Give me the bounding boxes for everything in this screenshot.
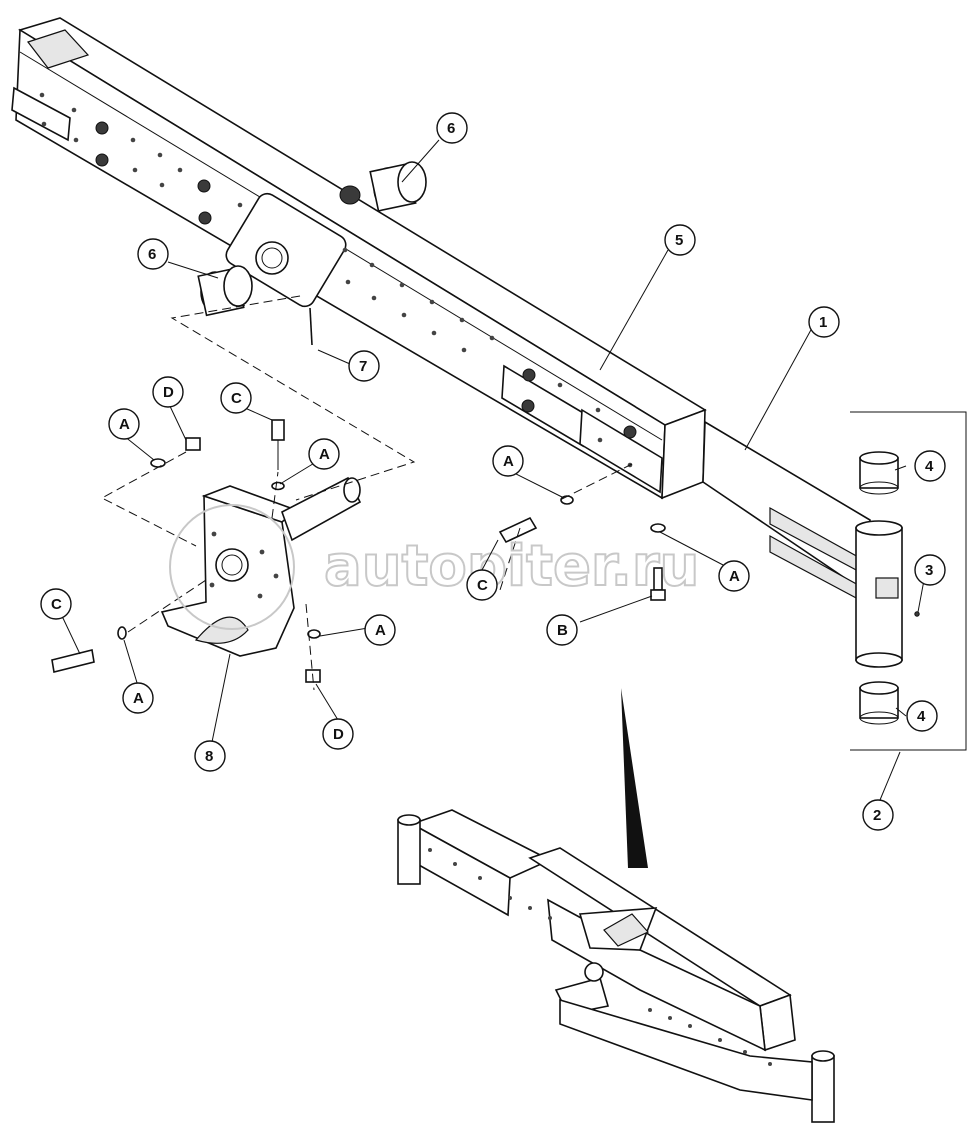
callout-a-3-label: A	[503, 453, 514, 470]
callout-a-6-label: A	[133, 690, 144, 707]
callout-a-3: A	[492, 445, 524, 477]
callout-a-5-label: A	[375, 622, 386, 639]
callout-6-left-label: 6	[148, 246, 156, 263]
callout-4-top: 4	[914, 450, 946, 482]
callout-a-1: A	[108, 408, 140, 440]
callout-7-label: 7	[359, 358, 367, 375]
pin-7	[309, 307, 313, 346]
assembled-preview	[397, 809, 835, 1123]
callout-c-1-label: C	[231, 390, 242, 407]
callout-c-2: C	[40, 588, 72, 620]
callout-c-3-label: C	[477, 577, 488, 594]
callout-a-4-label: A	[729, 568, 740, 585]
callout-6-left: 6	[137, 238, 169, 270]
callout-1-label: 1	[819, 314, 827, 331]
callout-4-bottom-label: 4	[917, 708, 926, 725]
callout-3-label: 3	[925, 562, 933, 579]
callout-5-label: 5	[675, 232, 683, 249]
callout-d-2-label: D	[333, 726, 344, 743]
outer-beam	[11, 17, 707, 500]
alignment-lines	[100, 295, 633, 691]
callout-a-2: A	[308, 438, 340, 470]
callout-a-1-label: A	[119, 416, 130, 433]
inner-beam	[702, 420, 871, 601]
callout-a-5: A	[364, 614, 396, 646]
callout-b: B	[546, 614, 578, 646]
callout-6-top: 6	[436, 112, 468, 144]
bushings-6	[197, 161, 427, 317]
callout-a-4: A	[718, 560, 750, 592]
view-arrow	[621, 688, 648, 868]
leader-lines	[61, 139, 925, 801]
callout-b-label: B	[557, 622, 568, 639]
callout-d-1: D	[152, 376, 184, 408]
callout-c-2-label: C	[51, 596, 62, 613]
callout-5: 5	[664, 224, 696, 256]
callout-1: 1	[808, 306, 840, 338]
callout-8: 8	[194, 740, 226, 772]
fasteners	[51, 419, 666, 683]
callout-a-6: A	[122, 682, 154, 714]
tube-assembly	[850, 411, 967, 751]
watermark-text: autopiter.ru	[324, 534, 699, 599]
callout-4-bottom: 4	[906, 700, 938, 732]
callout-8-label: 8	[205, 748, 213, 765]
callout-c-1: C	[220, 382, 252, 414]
watermark: autopiter.ru	[169, 504, 700, 630]
callout-6-top-label: 6	[447, 120, 455, 137]
callout-d-2: D	[322, 718, 354, 750]
callout-3: 3	[914, 554, 946, 586]
callout-7: 7	[348, 350, 380, 382]
callout-a-2-label: A	[319, 446, 330, 463]
callout-2: 2	[862, 799, 894, 831]
callout-4-top-label: 4	[925, 458, 934, 475]
callout-d-1-label: D	[163, 384, 174, 401]
callout-2-label: 2	[873, 807, 881, 824]
callout-c-3: C	[466, 569, 498, 601]
